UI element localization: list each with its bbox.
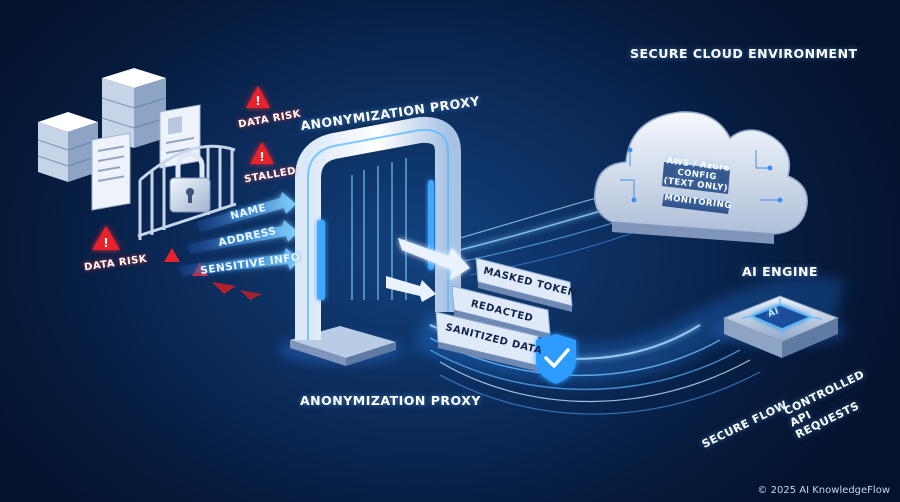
cloud-icon [594, 111, 808, 244]
padlock-icon [169, 151, 211, 213]
footer-copyright: © 2025 AI KnowledgeFlow [757, 485, 890, 496]
server-stack-icon [37, 68, 167, 182]
input-arrows [178, 192, 300, 276]
svg-text:!: ! [255, 94, 260, 108]
shield-check-icon [536, 334, 576, 384]
output-arrows [386, 238, 470, 302]
output-tag-slabs [435, 257, 573, 372]
secure-cloud-title: SECURE CLOUD ENVIRONMENT [630, 46, 858, 61]
proxy-arch [278, 116, 461, 366]
svg-text:!: ! [259, 150, 264, 164]
warning-marks: ! ! ! [103, 94, 264, 250]
ai-engine-title: AI ENGINE [741, 264, 819, 279]
ai-chip-icon [714, 295, 846, 358]
svg-text:!: ! [103, 236, 108, 250]
gate-bars [137, 144, 237, 240]
proxy-title-bottom: ANONYMIZATION PROXY [300, 393, 481, 408]
